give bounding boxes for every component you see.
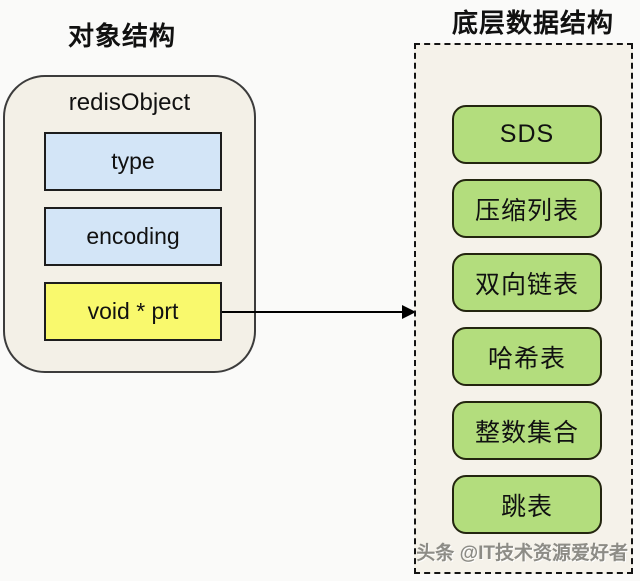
watermark: 头条 @IT技术资源爱好者	[416, 543, 628, 564]
left-panel-title: 对象结构	[68, 21, 177, 51]
data-structure-label: 压缩列表	[474, 196, 579, 225]
field-box: encoding	[44, 207, 222, 266]
pointer-arrow	[222, 305, 416, 319]
right-panel-title: 底层数据结构	[452, 8, 615, 38]
data-structure-box: SDS	[452, 105, 602, 164]
data-structure-label: 跳表	[500, 492, 553, 521]
arrow-head-icon	[402, 305, 416, 319]
data-structure-label: 双向链表	[474, 270, 579, 299]
data-structures-list: SDS 压缩列表 双向链表 哈希表 整数集合 跳表	[452, 105, 602, 534]
field-box: type	[44, 132, 222, 191]
redis-object-fields: type encoding void * prt	[44, 132, 222, 341]
data-structure-box: 哈希表	[452, 327, 602, 386]
field-label: void * prt	[87, 298, 179, 324]
data-structure-box: 整数集合	[452, 401, 602, 460]
redis-object-container: redisObject type encoding void * prt	[3, 75, 256, 373]
field-label: encoding	[86, 223, 180, 249]
field-box: void * prt	[44, 282, 222, 341]
data-structure-label: SDS	[499, 120, 555, 148]
data-structures-container: SDS 压缩列表 双向链表 哈希表 整数集合 跳表 头条 @IT技术资源爱好者	[414, 43, 633, 574]
data-structure-label: 整数集合	[474, 418, 579, 447]
data-structure-box: 双向链表	[452, 253, 602, 312]
field-label: type	[111, 148, 155, 174]
redis-object-label: redisObject	[68, 89, 191, 116]
arrow-line	[222, 311, 404, 313]
data-structure-box: 压缩列表	[452, 179, 602, 238]
data-structure-box: 跳表	[452, 475, 602, 534]
data-structure-label: 哈希表	[487, 344, 566, 373]
